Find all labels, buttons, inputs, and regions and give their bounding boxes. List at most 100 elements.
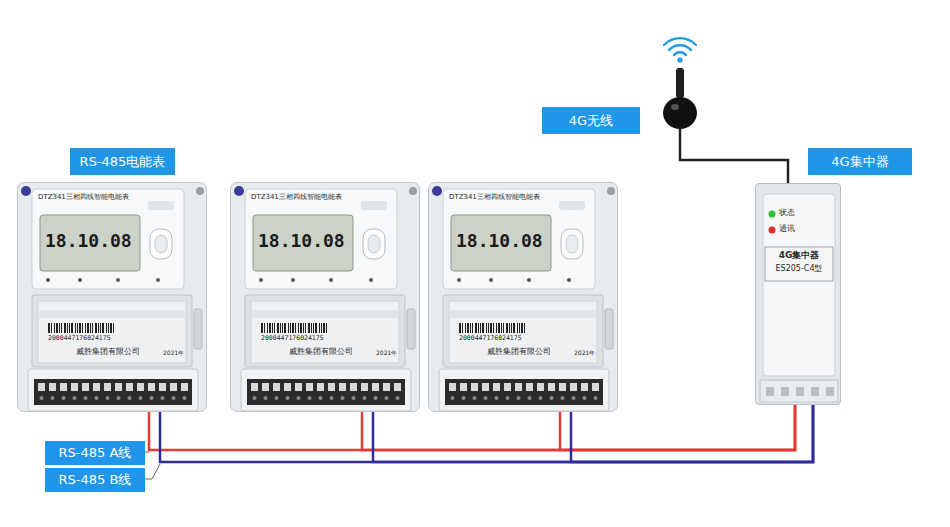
- manufacturer: 威胜集团有限公司: [289, 348, 353, 357]
- barcode-bar: [303, 323, 304, 333]
- nameplate-inner: [38, 301, 186, 363]
- manufacturer: 威胜集团有限公司: [76, 348, 140, 357]
- terminal-screw: [561, 396, 565, 400]
- terminal-screw: [40, 396, 44, 400]
- scroll-button: [150, 229, 172, 259]
- barcode-bar: [61, 323, 62, 333]
- barcode-bar: [92, 323, 93, 333]
- terminal-screw: [117, 396, 121, 400]
- wifi-dot: [677, 57, 682, 62]
- terminal: [372, 383, 379, 391]
- barcode-bar: [493, 323, 494, 333]
- barcode-bar: [511, 323, 512, 333]
- terminal: [71, 383, 78, 391]
- barcode-bar: [106, 323, 107, 333]
- terminal-screw: [73, 396, 77, 400]
- terminal: [82, 383, 89, 391]
- terminal-screw: [95, 396, 99, 400]
- display-panel: [32, 189, 184, 289]
- terminal: [504, 383, 511, 391]
- barcode-bar: [79, 323, 81, 333]
- terminal-screw: [161, 396, 165, 400]
- terminal-slot: [781, 387, 789, 396]
- terminal-block: [247, 379, 405, 405]
- barcode-bar: [308, 323, 310, 333]
- mount-screw: [234, 186, 244, 196]
- scroll-button: [561, 229, 583, 259]
- nameplate: [245, 295, 405, 367]
- barcode-bar: [48, 323, 50, 333]
- barcode-bar: [480, 323, 481, 333]
- barcode-bar: [90, 323, 91, 333]
- year-mark: 2021年: [574, 350, 595, 357]
- indicator-dot: [567, 278, 571, 282]
- meter-model: DTZ341三相四线智能电能表: [251, 194, 342, 202]
- scroll-button-inner: [155, 235, 167, 253]
- terminal-screw: [172, 396, 176, 400]
- lcd-screen: [253, 215, 353, 271]
- wifi-arc: [674, 52, 686, 55]
- barcode-bar: [321, 323, 322, 333]
- nameplate: [32, 295, 192, 367]
- led-label: 状态: [779, 209, 795, 217]
- barcode-bar: [77, 323, 78, 333]
- indicator-dot: [457, 278, 461, 282]
- terminal-screw: [517, 396, 521, 400]
- terminal-screw: [363, 396, 367, 400]
- terminal-screw: [275, 396, 279, 400]
- terminal: [361, 383, 368, 391]
- terminal-screw: [253, 396, 257, 400]
- lcd-reading: 18.10.08: [45, 231, 132, 251]
- barcode-bar: [465, 323, 466, 333]
- terminal: [295, 383, 302, 391]
- electric-meter: DTZ341三相四线智能电能表18.10.082000447176024175威…: [17, 182, 207, 412]
- indicator-dot: [116, 278, 120, 282]
- label-box: RS-485电能表: [70, 148, 175, 175]
- antenna-cable: [680, 128, 788, 184]
- indicator-dot: [527, 278, 531, 282]
- barcode-bar: [490, 323, 492, 333]
- scroll-button-inner: [368, 235, 380, 253]
- barcode-bar: [295, 323, 296, 333]
- terminal: [460, 383, 467, 391]
- barcode-bar: [71, 323, 73, 333]
- barcode-bar: [292, 323, 294, 333]
- terminal-screw: [84, 396, 88, 400]
- label-box: 4G无线: [542, 107, 640, 134]
- barcode-bar: [513, 323, 515, 333]
- terminal-screw: [286, 396, 290, 400]
- barcode-bar: [459, 323, 461, 333]
- display-panel: [443, 189, 595, 289]
- barcode-bar: [503, 323, 504, 333]
- terminal: [482, 383, 489, 391]
- terminal-block: [445, 379, 603, 405]
- led-label: 通讯: [779, 225, 795, 233]
- label-text: RS-485 B线: [59, 471, 132, 489]
- barcode-bar: [280, 323, 281, 333]
- meter-model: DTZ341三相四线智能电能表: [38, 194, 129, 202]
- terminal-slot: [811, 387, 819, 396]
- lcd-reading: 18.10.08: [258, 231, 345, 251]
- barcode-bar: [298, 323, 299, 333]
- terminal-slot: [766, 387, 774, 396]
- barcode-bar: [521, 323, 523, 333]
- sealing-strip: [38, 310, 186, 318]
- label-box: 4G集中器: [808, 148, 912, 175]
- terminal: [93, 383, 100, 391]
- barcode-bar: [269, 323, 271, 333]
- barcode-bar: [69, 323, 70, 333]
- barcode-bar: [486, 323, 487, 333]
- terminal: [493, 383, 500, 391]
- terminal-screw: [308, 396, 312, 400]
- terminal-slot: [796, 387, 804, 396]
- terminal-screw: [62, 396, 66, 400]
- mount-screw: [21, 186, 31, 196]
- terminal-screw: [396, 396, 400, 400]
- terminal: [181, 383, 188, 391]
- terminal-cover: [28, 369, 198, 411]
- terminal-screw: [550, 396, 554, 400]
- terminal: [581, 383, 588, 391]
- terminal-screw: [51, 396, 55, 400]
- terminal-screw: [572, 396, 576, 400]
- indicator-dot: [156, 278, 160, 282]
